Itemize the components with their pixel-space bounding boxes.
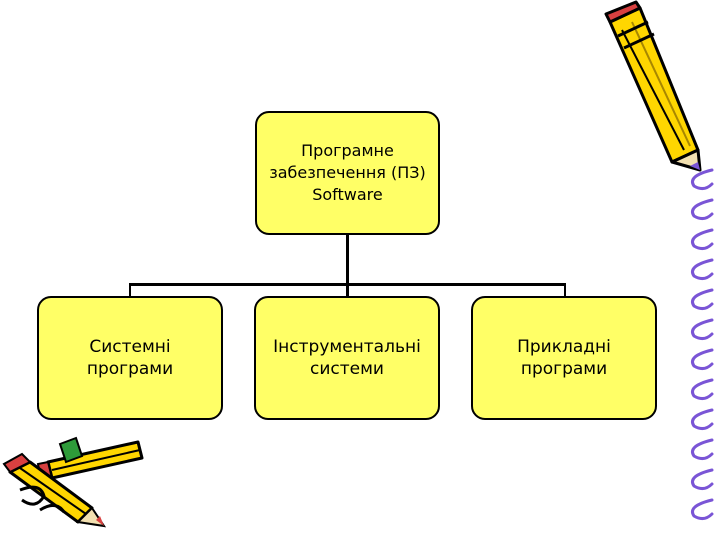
pencils-clipart-icon	[2, 436, 144, 528]
connector-right	[564, 283, 566, 297]
connector-center	[346, 283, 349, 297]
root-node-software: Програмне забезпечення (ПЗ) Software	[255, 111, 440, 235]
pencil-clipart-icon	[604, 0, 702, 172]
spiral-binding-icon	[691, 168, 714, 521]
connector-root-trunk	[346, 234, 349, 284]
child-node-system-programs: Системні програми	[37, 296, 223, 420]
connector-left	[129, 283, 131, 297]
child-node-instrumental-systems: Інструментальні системи	[254, 296, 440, 420]
child-node-application-programs: Прикладні програми	[471, 296, 657, 420]
